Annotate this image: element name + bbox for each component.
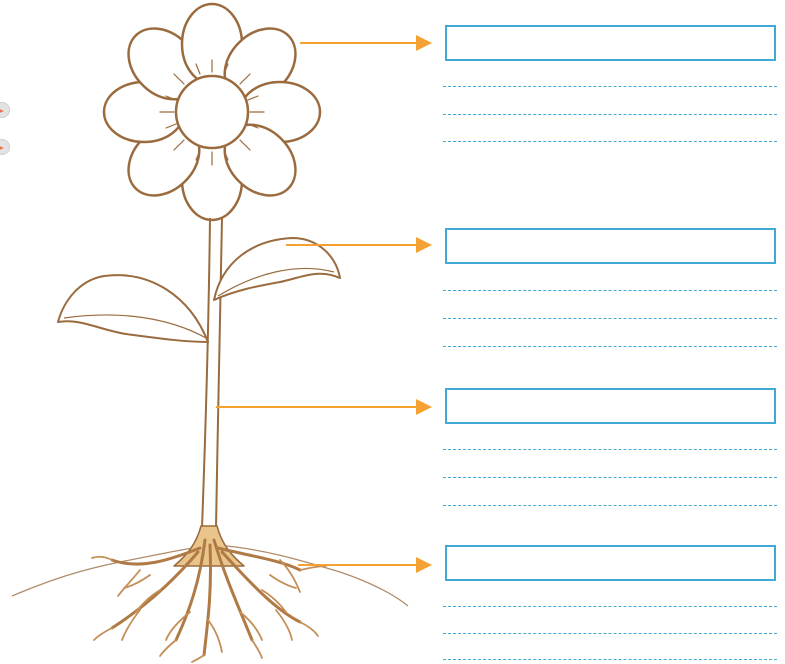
answer-input-stem[interactable] (447, 390, 774, 422)
answer-box-roots[interactable] (445, 545, 776, 581)
writing-line (443, 606, 777, 607)
writing-line (443, 633, 777, 634)
answer-box-flower[interactable] (445, 25, 776, 61)
writing-line (443, 659, 777, 660)
writing-line (443, 505, 777, 506)
flower-center (174, 74, 250, 150)
writing-line (443, 346, 777, 347)
answer-input-leaf[interactable] (447, 230, 774, 262)
writing-line (443, 318, 777, 319)
answer-input-flower[interactable] (447, 27, 774, 59)
writing-line (443, 86, 777, 87)
left-leaf (57, 274, 209, 343)
writing-line (443, 141, 777, 142)
pointer-arrows (216, 35, 432, 573)
answer-box-stem[interactable] (445, 388, 776, 424)
right-leaf (213, 237, 341, 301)
answer-box-leaf[interactable] (445, 228, 776, 264)
writing-line (443, 449, 777, 450)
leaf-veins (63, 267, 335, 339)
writing-line (443, 477, 777, 478)
leaves (57, 237, 341, 343)
writing-line (443, 290, 777, 291)
stem (201, 217, 223, 529)
flower-head (102, 2, 322, 222)
writing-line (443, 114, 777, 115)
answer-input-roots[interactable] (447, 547, 774, 579)
petal-veins (159, 59, 265, 166)
roots (91, 525, 327, 663)
